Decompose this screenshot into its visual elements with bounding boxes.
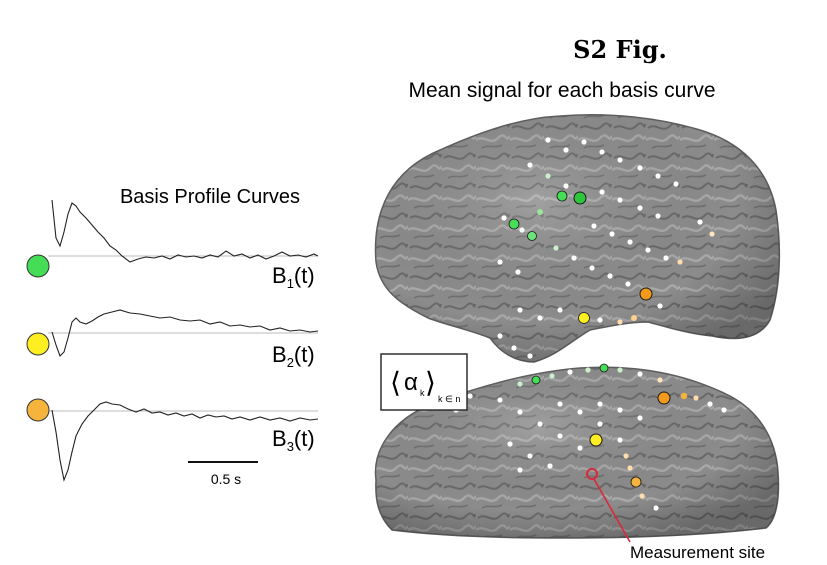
measurement-site-leader bbox=[593, 478, 631, 543]
legend-outer-sub: k ∈ n bbox=[438, 394, 460, 404]
figure-subtitle: Mean signal for each basis curve bbox=[409, 79, 716, 102]
brain-ventral-view bbox=[374, 363, 780, 543]
figure-title: S2 Fig. bbox=[573, 35, 667, 64]
measurement-site-label: Measurement site bbox=[630, 543, 765, 562]
electrode-grid-ventral bbox=[453, 363, 727, 511]
curve-3-color-dot bbox=[26, 398, 50, 422]
basis-profile-panel: Basis Profile Curves B1(t) B2(t) B3(t) 0… bbox=[26, 186, 319, 487]
scale-bar-label: 0.5 s bbox=[211, 471, 241, 487]
svg-text:⟩: ⟩ bbox=[425, 367, 436, 398]
curve-1-label: B1(t) bbox=[272, 263, 315, 291]
curve-3-label: B3(t) bbox=[272, 426, 315, 454]
alpha-legend-box: ⟨ α k ⟩ k ∈ n bbox=[380, 353, 468, 411]
curve-2-color-dot bbox=[26, 332, 50, 356]
basis-curve-2 bbox=[51, 309, 319, 357]
brain-lateral-view bbox=[374, 114, 781, 363]
svg-text:⟨: ⟨ bbox=[390, 367, 401, 398]
legend-alpha: α bbox=[404, 369, 418, 396]
legend-inner-sub: k bbox=[420, 388, 425, 398]
measurement-site-marker bbox=[586, 468, 598, 480]
curve-1-color-dot bbox=[26, 254, 50, 278]
basis-heading: Basis Profile Curves bbox=[120, 186, 300, 208]
electrode-grid-lateral bbox=[497, 137, 715, 359]
basis-curve-1 bbox=[51, 199, 319, 263]
curve-2-label: B2(t) bbox=[272, 342, 315, 370]
basis-curve-3 bbox=[51, 401, 319, 482]
